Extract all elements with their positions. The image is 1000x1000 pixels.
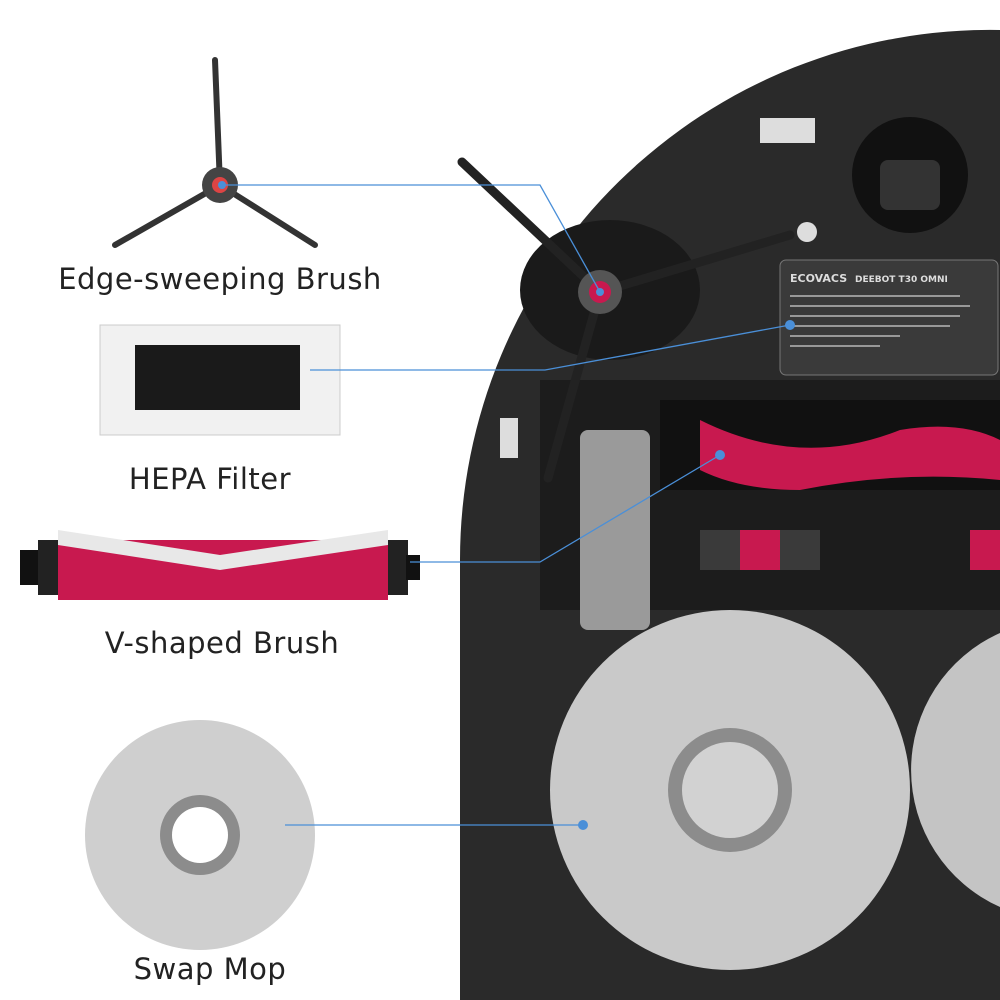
edge-brush-image <box>112 57 318 248</box>
robot-vacuum-underside: ECOVACS DEEBOT T30 OMNI <box>457 29 1000 1000</box>
robot-brand-text: ECOVACS <box>790 272 847 285</box>
hepa-filter-label: HEPA Filter <box>128 462 292 496</box>
v-brush-image <box>20 530 420 600</box>
robot-model-text: DEEBOT T30 OMNI <box>855 275 948 285</box>
hepa-filter-image <box>99 324 341 436</box>
swap-mop-image <box>85 720 315 950</box>
swap-mop-label: Swap Mop <box>133 952 287 986</box>
leader-lines <box>222 184 791 826</box>
v-brush-label: V-shaped Brush <box>104 626 340 660</box>
leader-dots <box>218 181 795 830</box>
edge-brush-label: Edge-sweeping Brush <box>58 262 382 296</box>
